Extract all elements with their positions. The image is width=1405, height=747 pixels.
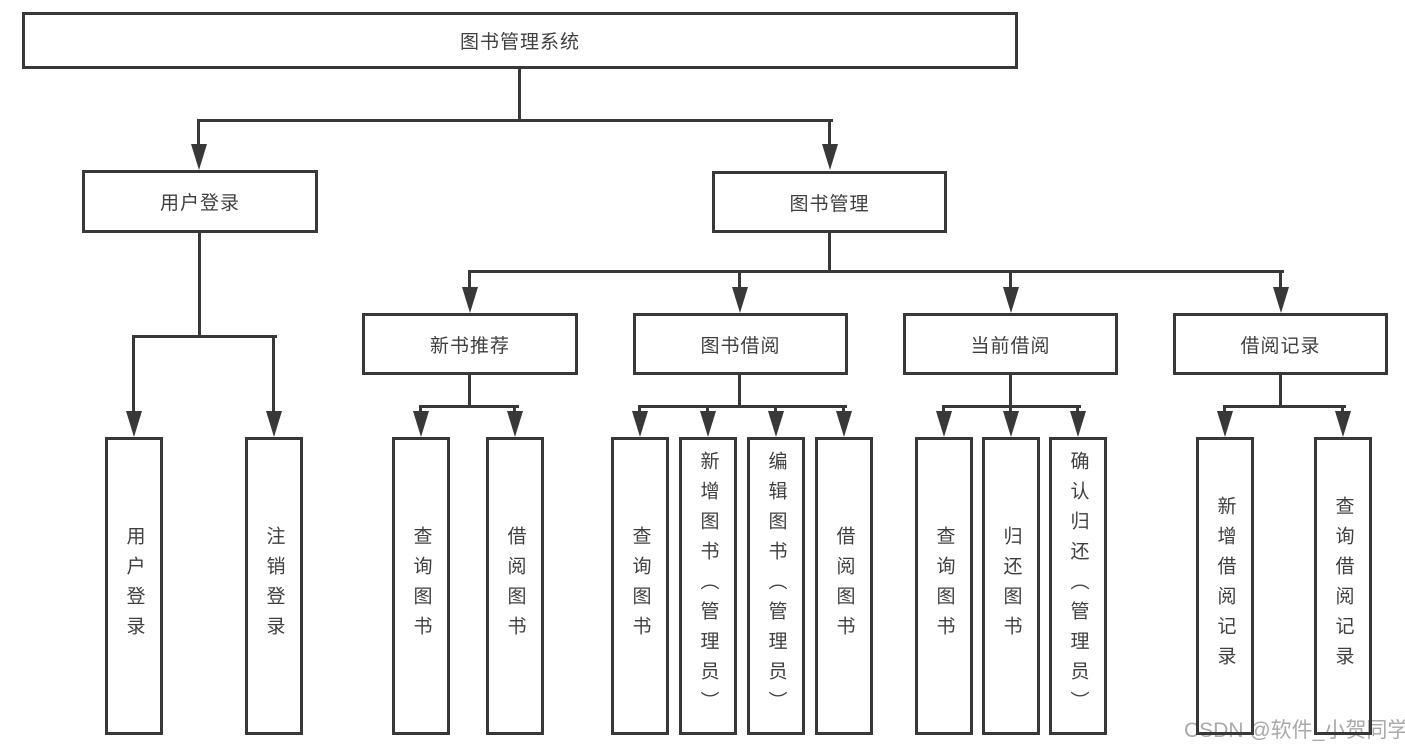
connector-to-leaf-confirm-return-shaft <box>1076 406 1079 413</box>
connector-to-current-borrow-shaft <box>1009 271 1012 289</box>
connector-borrow-records-stem <box>1279 375 1282 407</box>
node-user-login-label: 用户登录 <box>159 193 240 214</box>
leaf-logout: 注销登录 <box>245 437 303 735</box>
connector-to-leaf-query-book-2-shaft <box>638 406 641 413</box>
connector-to-leaf-query-book-1-shaft <box>419 406 422 413</box>
connector-to-leaf-borrow-book-1-shaft <box>513 406 516 413</box>
leaf-user-login: 用户登录 <box>105 437 163 735</box>
connector-book-borrow-bus <box>638 405 847 408</box>
connector-to-leaf-borrow-book-2-shaft <box>842 406 845 413</box>
arrow-to-leaf-borrow-book-1 <box>507 411 523 437</box>
leaf-edit-book-admin: 编辑图书（管理员） <box>747 437 805 735</box>
arrow-to-leaf-logout <box>266 411 282 437</box>
arrow-to-new-book-recommend <box>462 287 478 313</box>
arrow-to-user-login <box>191 144 207 170</box>
connector-to-leaf-return-book-shaft <box>1009 406 1012 413</box>
connector-book-management-bus <box>468 270 1284 273</box>
connector-to-new-book-recommend-shaft <box>468 271 471 289</box>
connector-to-leaf-user-login-shaft <box>132 336 135 412</box>
connector-to-book-management-shaft <box>828 120 831 146</box>
arrow-to-book-management <box>822 144 838 170</box>
leaf-confirm-return-admin-label: 确认归还（管理员） <box>1067 451 1089 721</box>
connector-to-leaf-add-book-shaft <box>706 406 709 413</box>
arrow-to-leaf-query-book-1 <box>413 411 429 437</box>
leaf-borrow-book-2-label: 借阅图书 <box>833 526 855 646</box>
leaf-return-book: 归还图书 <box>982 437 1040 735</box>
node-current-borrow: 当前借阅 <box>903 313 1118 375</box>
leaf-borrow-book-1: 借阅图书 <box>486 437 544 735</box>
leaf-add-book-admin: 新增图书（管理员） <box>679 437 737 735</box>
connector-to-leaf-edit-book-shaft <box>774 406 777 413</box>
node-book-management: 图书管理 <box>712 171 947 233</box>
connector-current-borrow-stem <box>1009 375 1012 407</box>
connector-to-leaf-query-borrow-record-shaft <box>1341 406 1344 413</box>
node-new-book-recommend: 新书推荐 <box>362 313 578 375</box>
node-root: 图书管理系统 <box>22 12 1018 69</box>
leaf-add-borrow-record-label: 新增借阅记录 <box>1214 496 1236 676</box>
arrow-to-leaf-edit-book <box>768 411 784 437</box>
connector-user-login-bus <box>132 335 277 338</box>
connector-to-leaf-logout-shaft <box>272 336 275 412</box>
leaf-confirm-return-admin: 确认归还（管理员） <box>1049 437 1107 735</box>
arrow-to-leaf-return-book <box>1003 411 1019 437</box>
leaf-query-book-3-label: 查询图书 <box>933 526 955 646</box>
node-borrow-records-label: 借阅记录 <box>1240 335 1321 357</box>
leaf-query-book-3: 查询图书 <box>915 437 973 735</box>
arrow-to-leaf-query-borrow-record <box>1335 411 1351 437</box>
connector-borrow-records-bus <box>1223 405 1346 408</box>
node-user-login: 用户登录 <box>82 170 318 233</box>
leaf-query-book-2-label: 查询图书 <box>629 526 651 646</box>
arrow-to-current-borrow <box>1003 287 1019 313</box>
leaf-query-borrow-record: 查询借阅记录 <box>1314 437 1372 735</box>
connector-new-book-recommend-stem <box>468 375 471 407</box>
csdn-watermark: CSDN @软件_小贺同学 <box>1184 719 1405 742</box>
arrow-to-borrow-records <box>1273 287 1289 313</box>
arrow-to-leaf-query-book-2 <box>632 411 648 437</box>
node-book-borrow-label: 图书借阅 <box>700 335 781 357</box>
node-new-book-recommend-label: 新书推荐 <box>429 335 510 357</box>
leaf-query-borrow-record-label: 查询借阅记录 <box>1332 496 1354 676</box>
leaf-user-login-label: 用户登录 <box>123 526 145 646</box>
leaf-logout-label: 注销登录 <box>263 526 285 646</box>
node-book-management-label: 图书管理 <box>789 193 870 215</box>
connector-to-book-borrow-shaft <box>738 271 741 289</box>
connector-to-leaf-query-book-3-shaft <box>942 406 945 413</box>
node-current-borrow-label: 当前借阅 <box>970 335 1051 357</box>
arrow-to-leaf-borrow-book-2 <box>836 411 852 437</box>
arrow-to-leaf-query-book-3 <box>936 411 952 437</box>
connector-user-login-stem <box>198 233 201 337</box>
node-root-label: 图书管理系统 <box>459 32 580 53</box>
leaf-borrow-book-2: 借阅图书 <box>815 437 873 735</box>
arrow-to-leaf-add-book <box>700 411 716 437</box>
node-borrow-records: 借阅记录 <box>1173 313 1388 375</box>
leaf-query-book-2: 查询图书 <box>611 437 669 735</box>
leaf-query-book-1: 查询图书 <box>392 437 450 735</box>
connector-to-user-login-shaft <box>197 120 200 146</box>
connector-new-book-recommend-bus <box>419 405 519 408</box>
leaf-borrow-book-1-label: 借阅图书 <box>504 526 526 646</box>
arrow-to-book-borrow <box>732 287 748 313</box>
arrow-to-leaf-user-login <box>126 411 142 437</box>
arrow-to-leaf-confirm-return <box>1070 411 1086 437</box>
arrow-to-leaf-add-borrow-record <box>1217 411 1233 437</box>
leaf-add-book-admin-label: 新增图书（管理员） <box>697 451 719 721</box>
leaf-add-borrow-record: 新增借阅记录 <box>1196 437 1254 735</box>
leaf-edit-book-admin-label: 编辑图书（管理员） <box>765 451 787 721</box>
connector-to-leaf-add-borrow-record-shaft <box>1223 406 1226 413</box>
connector-book-borrow-stem <box>738 375 741 407</box>
connector-book-management-stem <box>828 233 831 273</box>
connector-root-bus <box>197 119 833 122</box>
connector-root-stem <box>518 68 521 121</box>
node-book-borrow: 图书借阅 <box>633 313 848 375</box>
connector-to-borrow-records-shaft <box>1279 271 1282 289</box>
leaf-query-book-1-label: 查询图书 <box>410 526 432 646</box>
leaf-return-book-label: 归还图书 <box>1000 526 1022 646</box>
